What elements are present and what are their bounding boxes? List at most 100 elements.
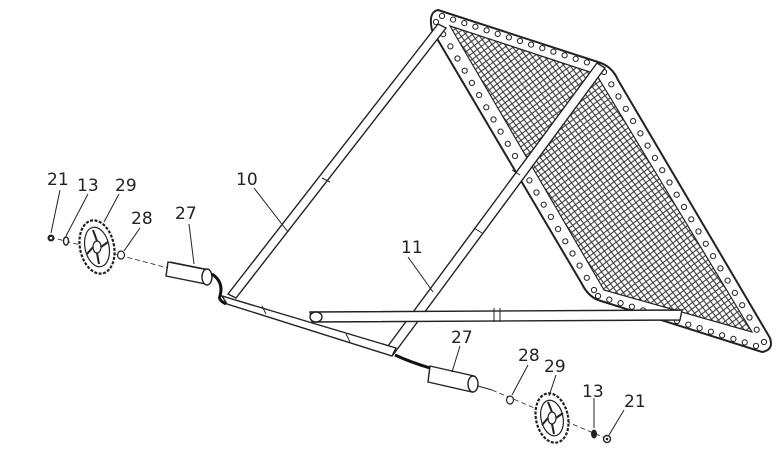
- spring-ring: [432, 18, 440, 26]
- spring-ring: [606, 296, 613, 303]
- spring-ring: [685, 321, 692, 328]
- spring-ring: [680, 203, 688, 211]
- callout-11: 11: [401, 238, 423, 258]
- spacer-28-left: [116, 250, 126, 260]
- callout-29-left: 29: [115, 176, 137, 196]
- callout-21-left: 21: [47, 170, 69, 190]
- callout-13-left: 13: [77, 176, 99, 196]
- tube-end-cap: [309, 311, 323, 323]
- spring-ring: [583, 59, 591, 66]
- spring-ring: [505, 34, 512, 41]
- spring-ring: [547, 213, 555, 220]
- spring-ring: [533, 189, 540, 196]
- spring-ring: [651, 154, 659, 161]
- spring-ring: [539, 45, 546, 52]
- spring-ring: [760, 338, 768, 346]
- spring-ring: [644, 142, 651, 149]
- axle-covers: [165, 261, 493, 393]
- callout-10: 10: [236, 170, 258, 190]
- spring-ring: [497, 128, 504, 135]
- spring-ring: [490, 116, 497, 123]
- nut-21-right: [602, 434, 612, 444]
- spring-ring: [483, 104, 490, 111]
- spring-ring: [454, 55, 461, 62]
- spring-ring: [630, 118, 637, 125]
- spring-ring: [753, 326, 760, 333]
- spring-ring: [461, 67, 468, 74]
- callout-28-right: 28: [518, 346, 540, 366]
- spring-ring: [615, 93, 622, 100]
- callout-29-right: 29: [544, 357, 566, 377]
- left-wheel-hardware: [47, 219, 126, 275]
- spring-ring: [450, 16, 457, 23]
- axle-cover-right: [394, 353, 493, 393]
- wheel-29-left: [78, 219, 116, 275]
- washer-13-left: [62, 236, 70, 246]
- spring-ring: [562, 238, 569, 245]
- spring-ring: [731, 289, 739, 296]
- spring-ring: [707, 328, 715, 335]
- spring-ring: [438, 12, 446, 20]
- spring-ring: [561, 52, 568, 59]
- spring-ring: [628, 303, 636, 310]
- axle-centerlines: [49, 236, 611, 441]
- spring-ring: [572, 55, 579, 63]
- net-panel: [429, 8, 772, 354]
- spring-ring: [673, 191, 680, 198]
- frame-tubes: [220, 23, 683, 357]
- callouts: 21 13 29 28 27 10 11 27 28 29 13 21: [47, 170, 646, 412]
- spring-ring: [746, 314, 753, 321]
- spring-ring: [494, 30, 501, 38]
- spring-ring: [590, 286, 598, 294]
- spring-ring: [617, 300, 624, 307]
- spring-ring: [717, 265, 724, 272]
- spring-ring: [752, 342, 760, 350]
- spring-ring: [576, 262, 583, 269]
- spring-ring: [555, 226, 562, 233]
- spring-ring: [569, 250, 576, 257]
- spring-ring: [741, 339, 748, 346]
- spring-ring: [696, 325, 703, 332]
- spring-ring: [666, 179, 673, 186]
- spring-ring: [526, 177, 533, 184]
- spring-ring: [447, 43, 454, 50]
- spring-ring: [468, 79, 475, 87]
- spring-ring: [516, 37, 524, 45]
- callout-27-left: 27: [175, 204, 197, 224]
- spring-ring: [540, 201, 547, 208]
- wheel-29-right: [534, 392, 570, 444]
- spring-ring: [472, 23, 479, 30]
- callout-28-left: 28: [131, 209, 153, 229]
- spring-ring: [476, 92, 483, 99]
- spring-ring: [622, 105, 629, 112]
- spring-ring: [608, 81, 615, 88]
- spring-ring: [528, 41, 535, 48]
- spring-ring: [583, 274, 590, 281]
- spring-ring: [511, 152, 519, 160]
- spring-ring: [594, 292, 602, 300]
- callout-21-right: 21: [624, 392, 646, 412]
- spring-ring: [730, 335, 737, 342]
- spring-ring: [504, 140, 511, 147]
- callout-27-right: 27: [451, 328, 473, 348]
- leader-lines: [50, 187, 625, 436]
- spring-ring: [710, 253, 717, 260]
- spring-ring: [719, 332, 726, 339]
- spring-ring: [637, 130, 644, 137]
- spring-ring: [724, 277, 731, 284]
- callout-13-right: 13: [582, 382, 604, 402]
- spring-ring: [550, 48, 557, 55]
- base-tube-front: [220, 294, 397, 357]
- spring-ring: [695, 228, 702, 235]
- spring-ring: [702, 240, 709, 247]
- spring-ring: [688, 216, 695, 223]
- spring-ring: [461, 20, 468, 27]
- washer-13-right: [591, 429, 597, 439]
- base-tube-rear: [309, 309, 683, 323]
- axle-cover-left: [165, 261, 227, 306]
- spacer-28-right: [505, 395, 515, 405]
- upright-tube-10: [226, 23, 448, 299]
- nut-21-left: [47, 234, 55, 242]
- right-wheel-hardware: [505, 392, 612, 444]
